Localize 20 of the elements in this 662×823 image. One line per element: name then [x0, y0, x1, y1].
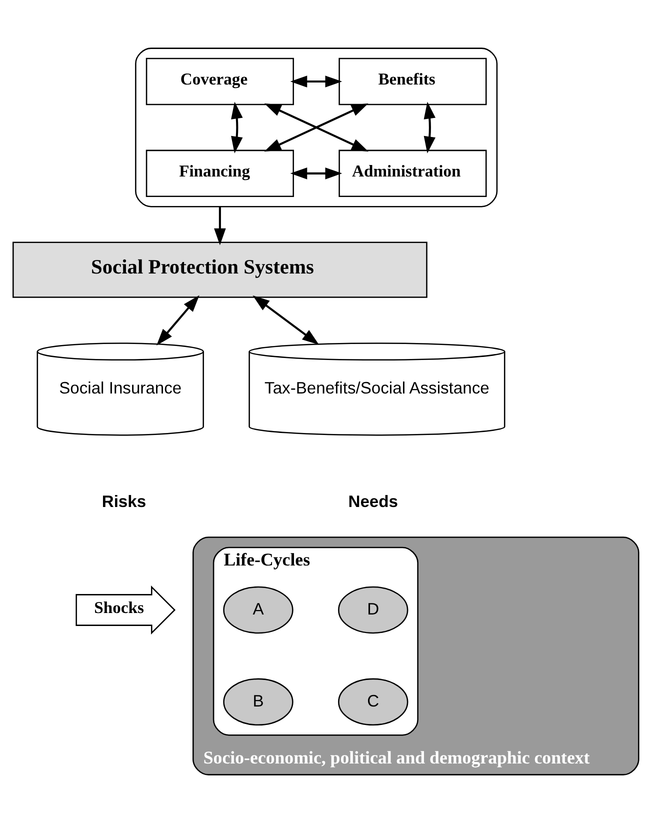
node-ellipse: C	[338, 678, 408, 726]
arrow	[424, 102, 436, 154]
node-box: Benefits	[338, 58, 487, 106]
arrow	[252, 295, 320, 345]
arrow	[290, 168, 342, 180]
arrow	[214, 206, 226, 246]
node-box: Social Protection Systems	[12, 242, 428, 298]
arrow	[290, 76, 342, 88]
node-box: Administration	[338, 150, 487, 198]
label: Risks	[102, 492, 146, 512]
node-box: Financing	[146, 150, 294, 198]
node-box: Coverage	[146, 58, 294, 106]
arrow	[264, 103, 368, 152]
cluster	[135, 48, 498, 208]
node-ellipse: D	[338, 586, 408, 634]
label: Needs	[348, 492, 398, 512]
arrow	[156, 295, 200, 346]
arrow	[231, 102, 243, 154]
node-ellipse: A	[223, 586, 294, 634]
node-ellipse: B	[223, 678, 294, 726]
